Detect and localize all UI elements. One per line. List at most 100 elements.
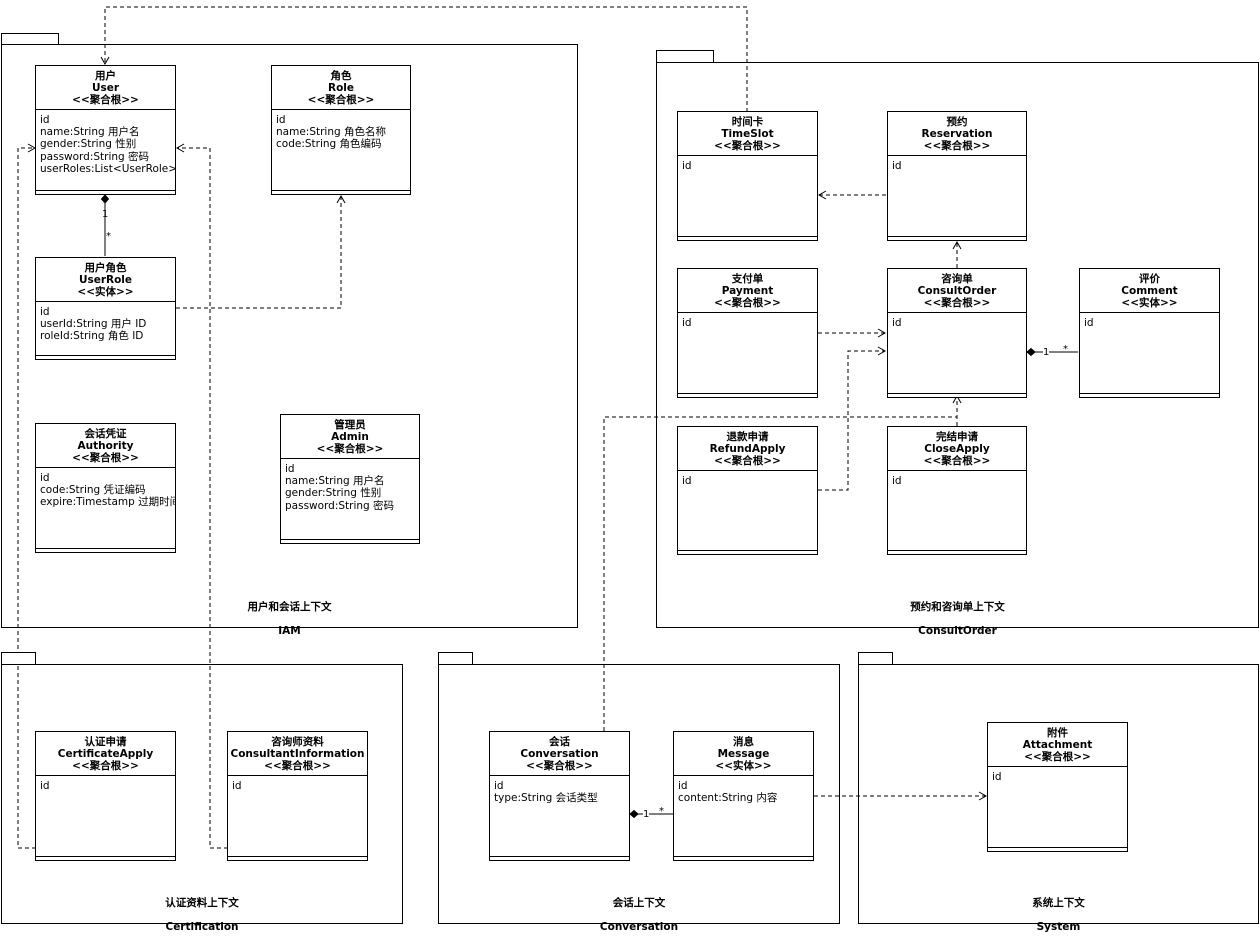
class-close-apply-name: CloseApply [924,443,990,455]
attribute: name:String 用户名 [40,126,140,139]
package-label-consult-order: 预约和咨询单上下文 ConsultOrder [657,589,1258,649]
class-close-apply-stereotype: <<聚合根>> [923,455,991,467]
class-attachment-attributes: id [988,767,1127,783]
class-payment-name: Payment [721,285,774,297]
package-label-iam: 用户和会话上下文 IAM [2,589,577,649]
package-system-name: 系统上下文 [1032,897,1085,909]
package-label-conversation: 会话上下文 Conversation [439,885,839,945]
attribute: roleId:String 角色 ID [40,330,144,343]
class-time-slot-name: TimeSlot [721,128,774,140]
class-reservation-name: Reservation [921,128,993,140]
class-certificate-apply-attributes: id [36,776,175,792]
multiplicity-conversation-one: 1 [643,809,650,820]
class-role-chinese-name: 角色 [330,70,352,82]
attribute: id [276,114,286,126]
class-payment-attributes: id [678,313,817,329]
package-label-certification: 认证资料上下文 Certification [2,885,402,945]
attribute: id [992,771,1002,783]
class-conversation-operations-divider [490,856,629,857]
multiplicity-order-one: 1 [1043,347,1050,358]
multiplicity-userrole-many: * [106,231,111,242]
class-consultant-information-attributes: id [228,776,367,792]
class-user-role-chinese-name: 用户角色 [84,262,127,274]
attribute: type:String 会话类型 [494,792,598,805]
class-consult-order-stereotype: <<聚合根>> [923,297,991,309]
class-certificate-apply-operations-divider [36,856,175,857]
attribute: code:String 凭证编码 [40,484,146,497]
multiplicity-message-many: * [659,806,664,817]
class-user-chinese-name: 用户 [95,70,116,82]
class-attachment-chinese-name: 附件 [1047,727,1068,739]
package-tab-conversation [438,652,473,665]
attribute: name:String 角色名称 [276,126,386,139]
class-refund-apply-stereotype: <<聚合根>> [714,455,781,467]
class-consultant-information-operations-divider [228,856,367,857]
class-role-operations-divider [272,190,410,191]
class-message-stereotype: <<实体>> [715,760,772,772]
package-tab-certification [1,652,36,665]
package-iam-code: IAM [278,625,301,637]
class-user-operations-divider [36,190,175,191]
attribute: password:String 密码 [40,150,150,163]
attribute: gender:String 性别 [285,487,382,500]
attribute: id [682,475,692,487]
class-attachment-name: Attachment [1022,739,1093,751]
attribute: id [682,160,692,172]
class-user-role-name: UserRole [78,274,133,286]
class-attachment-operations-divider [988,847,1127,848]
class-message-operations-divider [674,856,813,857]
attribute: id [892,160,902,172]
package-tab-iam [1,33,59,45]
attribute: id [494,780,504,792]
class-conversation-chinese-name: 会话 [549,736,570,748]
class-consult-order-name: ConsultOrder [917,285,997,297]
class-conversation-stereotype: <<聚合根>> [526,760,593,772]
package-certification-code: Certification [165,921,239,933]
class-user-name: User [91,82,120,94]
package-label-system: 系统上下文 System [859,885,1258,945]
attribute: id [285,463,295,475]
package-consult-order-code: ConsultOrder [918,625,997,637]
package-conversation-code: Conversation [599,921,679,933]
attribute: id [682,317,692,329]
class-certificate-apply-name: CertificateApply [57,748,154,760]
class-consultant-information-chinese-name: 咨询师资料 [271,736,324,748]
attribute: userRoles:List<UserRole> 用 [40,162,175,175]
attribute: gender:String 性别 [40,138,137,151]
class-user-stereotype: <<聚合根>> [72,94,139,106]
attribute: id [40,472,50,484]
class-payment-operations-divider [678,393,817,394]
multiplicity-comment-many: * [1063,344,1068,355]
class-admin-operations-divider [281,539,419,540]
attribute: id [40,306,50,318]
package-consult-order: 预约和咨询单上下文 ConsultOrder [656,62,1259,637]
class-refund-apply-operations-divider [678,550,817,551]
class-comment-chinese-name: 评价 [1139,273,1160,285]
